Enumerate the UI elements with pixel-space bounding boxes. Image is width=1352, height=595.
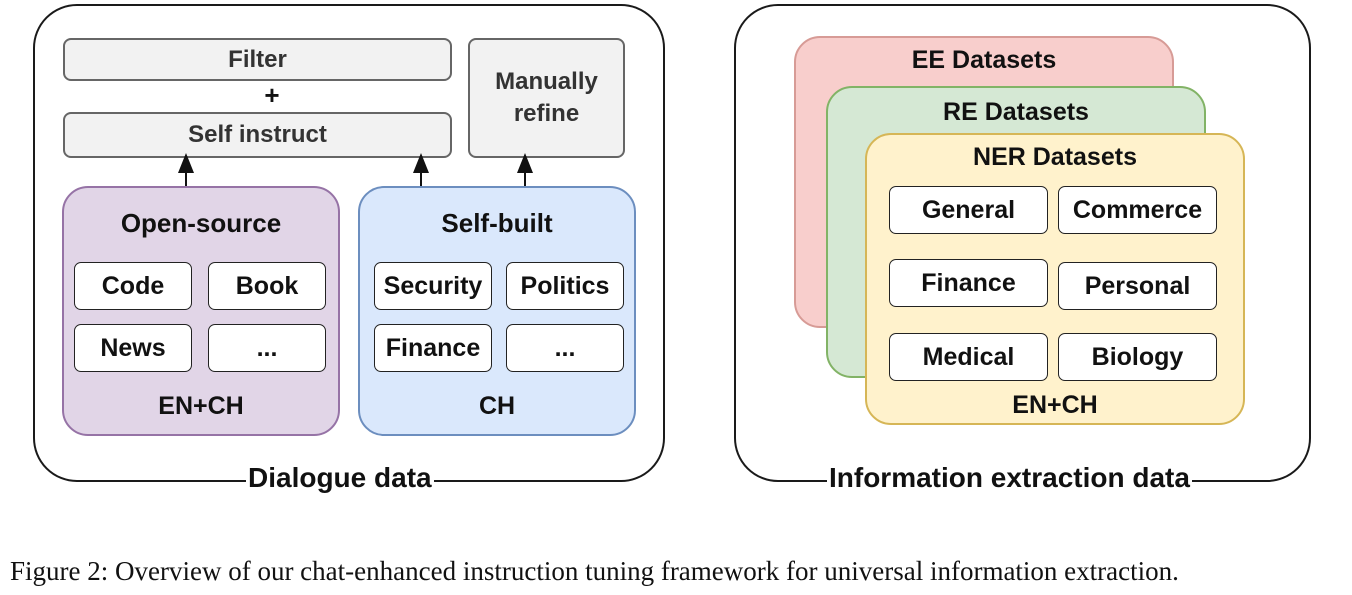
self-built-title: Self-built bbox=[441, 208, 553, 238]
ner-item-commerce: Commerce bbox=[1058, 186, 1217, 234]
ner-item-finance: Finance bbox=[889, 259, 1048, 307]
figure-caption: Figure 2: Overview of our chat-enhanced … bbox=[10, 556, 1179, 586]
ner-item-general: General bbox=[889, 186, 1048, 234]
self-built-item-politics: Politics bbox=[506, 262, 624, 310]
ee-datasets-title: EE Datasets bbox=[911, 46, 1057, 74]
open-source-item-news: News bbox=[74, 324, 192, 372]
open-source-item-code: Code bbox=[74, 262, 192, 310]
ner-item-personal: Personal bbox=[1058, 262, 1217, 310]
open-source-item-more: ... bbox=[208, 324, 326, 372]
ner-item-medical: Medical bbox=[889, 333, 1048, 381]
information-extraction-caption: Information extraction data bbox=[827, 462, 1192, 494]
filter-label: Filter bbox=[228, 45, 287, 73]
open-source-lang: EN+CH bbox=[158, 392, 244, 420]
manually-refine-label: Manually refine bbox=[495, 68, 598, 127]
self-instruct-box: Self instruct bbox=[63, 112, 452, 158]
self-built-item-more: ... bbox=[506, 324, 624, 372]
ner-datasets-title: NER Datasets bbox=[973, 143, 1137, 171]
self-instruct-label: Self instruct bbox=[188, 121, 327, 148]
self-built-item-finance: Finance bbox=[374, 324, 492, 372]
plus-sign: + bbox=[264, 80, 280, 110]
ner-item-biology: Biology bbox=[1058, 333, 1217, 381]
re-datasets-title: RE Datasets bbox=[943, 98, 1089, 126]
filter-box: Filter bbox=[63, 38, 452, 81]
open-source-item-book: Book bbox=[208, 262, 326, 310]
dialogue-data-caption: Dialogue data bbox=[246, 462, 434, 494]
self-built-lang: CH bbox=[478, 392, 516, 420]
ner-lang: EN+CH bbox=[1012, 391, 1098, 419]
open-source-title: Open-source bbox=[120, 208, 282, 238]
manually-refine-box: Manually refine bbox=[468, 38, 625, 158]
ner-datasets-card: NER Datasets General Commerce Finance Pe… bbox=[865, 133, 1245, 425]
self-built-group: Self-built Security Politics Finance ...… bbox=[358, 186, 636, 436]
open-source-group: Open-source Code Book News ... EN+CH bbox=[62, 186, 340, 436]
self-built-item-security: Security bbox=[374, 262, 492, 310]
